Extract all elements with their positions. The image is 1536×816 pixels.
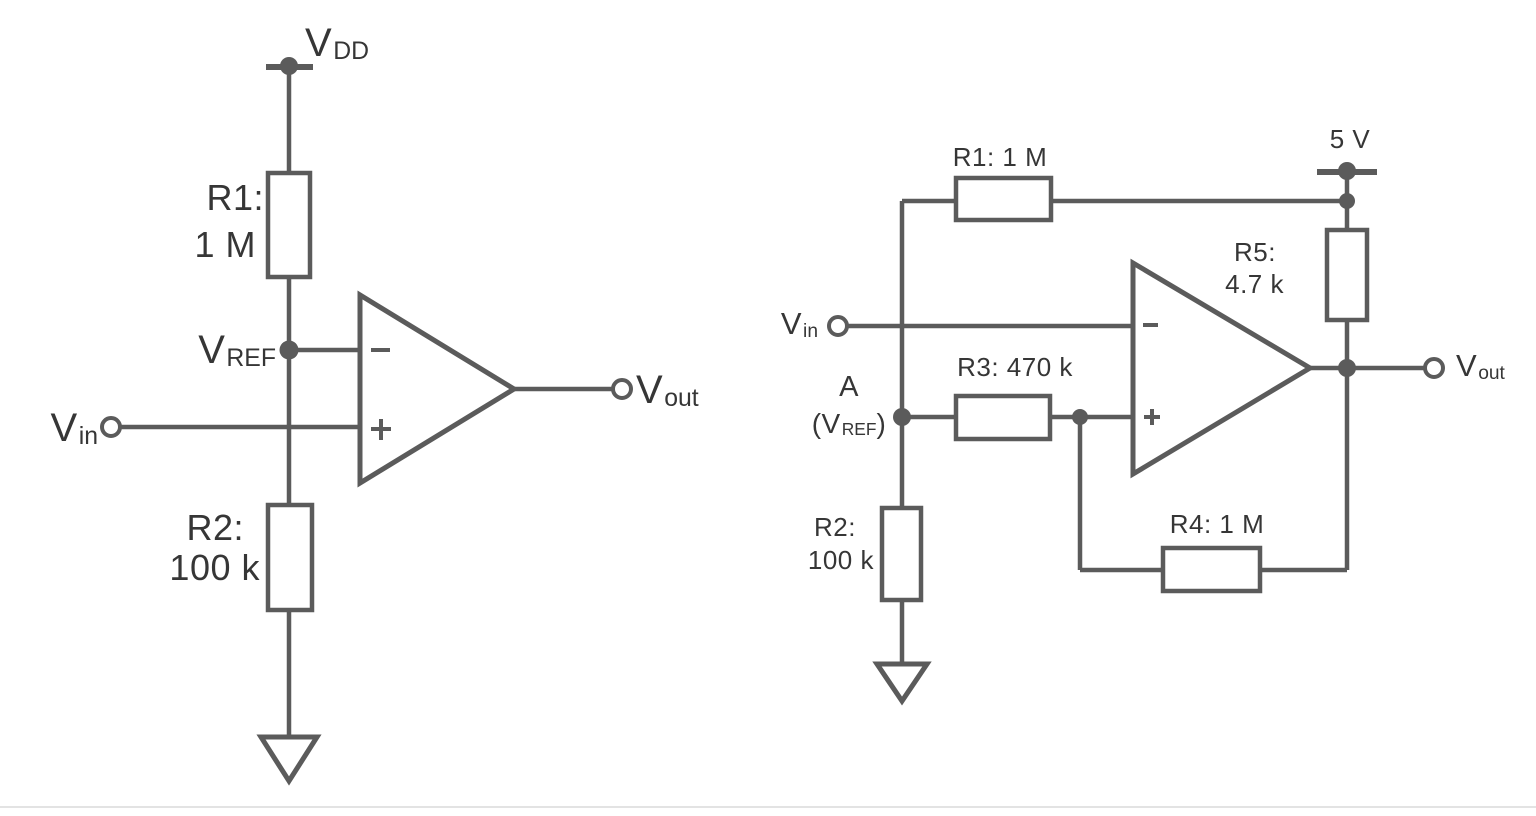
r5-value-label: 4.7 k	[1225, 269, 1284, 299]
r1-value-label: 1 M	[194, 224, 256, 265]
power-rail-dot-vdd	[280, 57, 298, 75]
resistor-r5-body	[1324, 227, 1370, 323]
terminal-vout	[1423, 357, 1445, 379]
r2-value-label: 100 k	[169, 547, 260, 588]
r2-value-label: 100 k	[807, 545, 874, 575]
vin-label: Vin	[780, 306, 818, 342]
ground-symbol	[872, 661, 932, 706]
terminal-vout	[611, 378, 633, 400]
vref-label: VREF	[198, 328, 276, 373]
r2-name-label: R2:	[186, 507, 244, 548]
opamp-body	[357, 290, 519, 488]
power-rail-dot-5v	[1338, 162, 1356, 180]
resistor-r2-body	[265, 502, 315, 613]
resistor-r3-body	[953, 393, 1053, 442]
vin-label: Vin	[50, 406, 99, 451]
left-circuit	[100, 57, 633, 786]
opamp-body	[1130, 258, 1315, 479]
terminal-vin	[100, 416, 122, 438]
node-a-vref-label: (VREF)	[811, 408, 887, 440]
terminal-vin	[827, 315, 849, 337]
r5-name-label: R5:	[1234, 237, 1276, 267]
supply-label: 5 V	[1329, 124, 1371, 154]
ground-symbol	[256, 734, 322, 786]
resistor-r1-body	[953, 175, 1054, 223]
r2-name-label: R2:	[814, 512, 856, 542]
resistor-r4-body	[1160, 545, 1263, 594]
r3-label: R3: 470 k	[957, 352, 1073, 382]
resistor-r2-body	[879, 505, 924, 603]
junction-r1-r5	[1339, 193, 1355, 209]
r4-label: R4: 1 M	[1169, 509, 1265, 539]
r1-label: R1: 1 M	[952, 142, 1048, 172]
r1-name-label: R1:	[206, 177, 264, 218]
junction-vref	[279, 340, 299, 360]
right-circuit	[827, 162, 1445, 706]
junction-noninverting-node	[1072, 409, 1088, 425]
node-a-label: A	[839, 371, 859, 403]
junction-output	[1338, 359, 1356, 377]
junction-node-a	[893, 408, 911, 426]
vout-label: Vout	[1456, 348, 1505, 384]
vout-label: Vout	[636, 368, 699, 413]
resistor-r1-body	[265, 170, 313, 280]
vdd-label: VDD	[305, 21, 370, 66]
